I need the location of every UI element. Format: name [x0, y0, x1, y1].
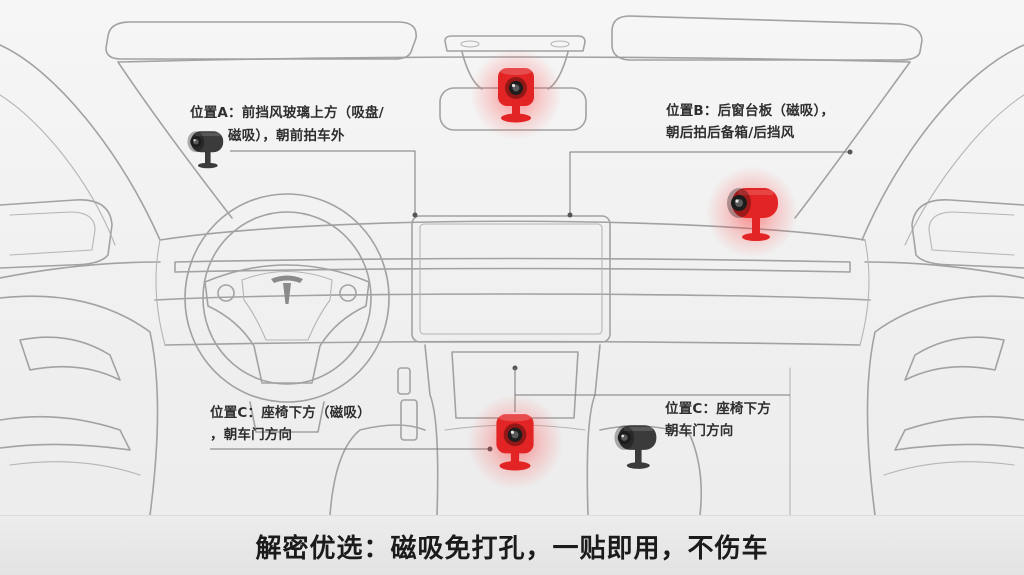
- steering-left-button: [217, 284, 235, 302]
- left-a-pillar-inner: [117, 61, 233, 219]
- steering-wheel-hub: [204, 264, 370, 384]
- dashboard-right-edge: [859, 239, 870, 346]
- dashboard-vent-strip: [174, 257, 851, 273]
- left-door-panel: [0, 295, 159, 515]
- left-sun-visor: [105, 21, 417, 60]
- steering-wheel-airbag: [241, 270, 333, 341]
- dashboard-right-wing: [864, 261, 1024, 279]
- right-a-pillar-inner: [794, 61, 911, 219]
- right-pillar-trim: [904, 94, 1024, 246]
- dashboard-left-wing: [0, 261, 161, 279]
- console-storage-bay: [451, 351, 579, 419]
- overhead-light-right: [550, 40, 570, 48]
- left-door-armrest: [0, 415, 131, 451]
- accelerator-pedal: [400, 399, 418, 441]
- label-a-camera-icon: [187, 131, 224, 169]
- leader-dot-position-b-end: [847, 149, 853, 155]
- position-a-label-line2: 磁吸），朝前拍车外: [228, 128, 345, 144]
- steering-wheel-rim-outer: [184, 193, 390, 403]
- center-screen-display: [419, 223, 603, 335]
- center-screen-frame: [411, 215, 611, 343]
- right-side-mirror: [911, 199, 1024, 269]
- right-side-mirror-glass: [928, 211, 1015, 256]
- label-c-camera-icon: [614, 425, 657, 469]
- position-c-left-label-line2: ，朝车门方向: [210, 427, 293, 443]
- dashboard-left-edge: [155, 239, 166, 346]
- position-a-label-line1: 位置A：前挡风玻璃上方（吸盘/: [190, 105, 384, 121]
- leader-dot-position-b: [567, 212, 573, 218]
- right-a-pillar-outer: [861, 44, 1024, 241]
- left-a-pillar-outer: [0, 44, 161, 241]
- dashboard-mid-line: [154, 293, 871, 301]
- left-door-handle: [19, 336, 121, 381]
- position-c-right-label-line1: 位置C：座椅下方: [665, 401, 772, 417]
- right-door-handle: [904, 336, 1005, 381]
- left-door-pocket: [9, 461, 141, 476]
- banner-slogan: 解密优选：磁吸免打孔，一贴即用，不伤车: [255, 533, 769, 564]
- right-door-pocket: [883, 461, 1015, 476]
- leader-line-position-a: [230, 150, 416, 215]
- bottom-banner: 解密优选：磁吸免打孔，一贴即用，不伤车: [0, 515, 1024, 575]
- car-interior-line-art: [0, 15, 1024, 515]
- overhead-console: [444, 35, 586, 52]
- steering-column: [249, 401, 325, 433]
- steering-wheel-rim-inner: [202, 211, 372, 385]
- leader-dot-position-a: [412, 212, 418, 218]
- left-side-mirror: [0, 199, 113, 269]
- center-console-right: [586, 344, 601, 515]
- steering-right-button: [339, 284, 357, 302]
- right-door-panel: [866, 295, 1024, 515]
- leader-line-position-b: [569, 151, 850, 215]
- left-pillar-trim: [0, 94, 116, 246]
- position-b-label-line2: 朝后拍后备箱/后挡风: [666, 125, 795, 141]
- left-side-mirror-glass: [9, 211, 96, 256]
- center-console-left: [424, 344, 439, 515]
- brake-pedal: [397, 367, 411, 395]
- tesla-logo-icon: [271, 275, 303, 304]
- overhead-light-left: [460, 40, 480, 48]
- position-c-right-label-line2: 朝车门方向: [665, 423, 734, 439]
- position-b-label-line1: 位置B：后窗台板（磁吸），: [666, 103, 835, 119]
- position-c-left-label-line1: 位置C：座椅下方（磁吸）: [210, 405, 371, 421]
- right-sun-visor: [611, 15, 923, 61]
- right-door-armrest: [894, 415, 1024, 451]
- left-seat-edge: [329, 424, 426, 515]
